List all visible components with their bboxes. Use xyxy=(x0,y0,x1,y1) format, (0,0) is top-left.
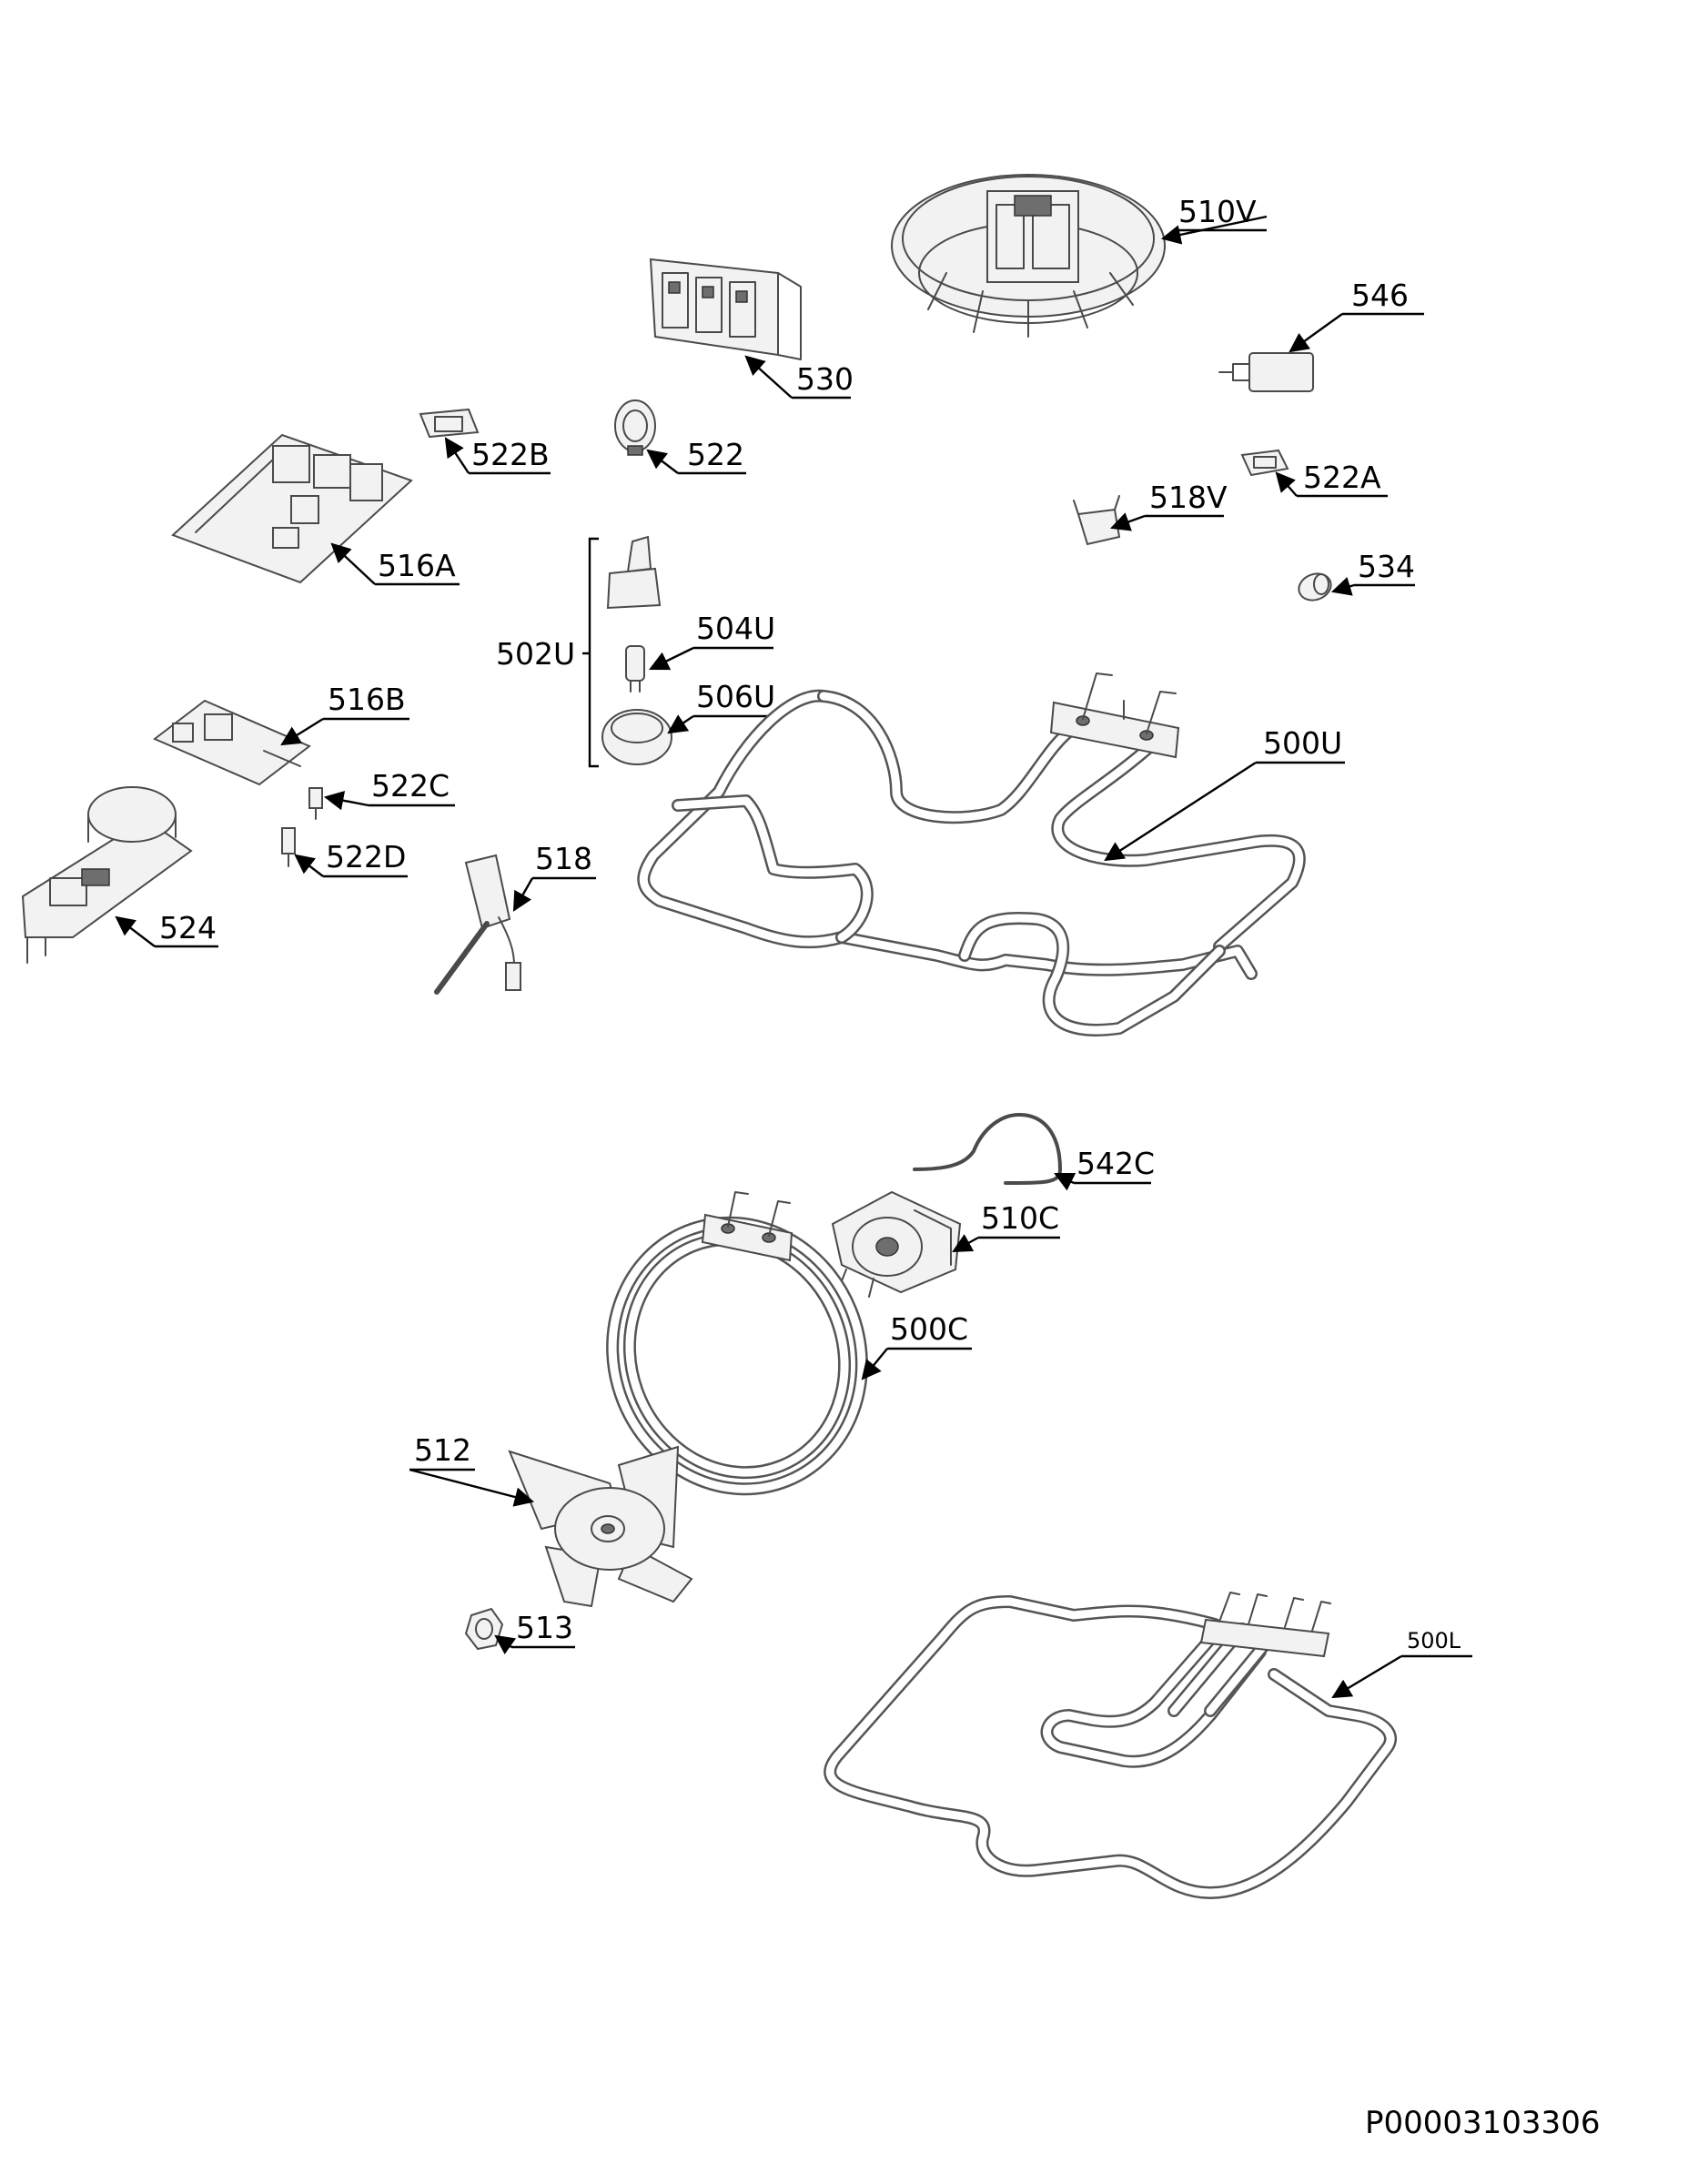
part-534-knob[interactable] xyxy=(1295,570,1334,605)
part-500C-ring-heating-element[interactable] xyxy=(572,1185,901,1527)
label-522D-text: 522D xyxy=(326,839,406,875)
label-546: 546 xyxy=(1289,278,1424,353)
part-522-lamp-holder[interactable] xyxy=(614,399,656,456)
label-542C: 542C xyxy=(1054,1146,1155,1191)
part-500L-lower-heating-element[interactable] xyxy=(824,1592,1398,1899)
label-516B: 516B xyxy=(280,682,409,746)
part-524-door-lock[interactable] xyxy=(21,786,193,964)
label-522A: 522A xyxy=(1275,460,1388,498)
label-522-text: 522 xyxy=(687,437,744,472)
bracket-502U-group: 502U xyxy=(496,537,599,768)
part-516B-power-board[interactable] xyxy=(153,699,311,786)
part-518-temperature-sensor[interactable] xyxy=(434,854,521,995)
label-500L-text: 500L xyxy=(1407,1628,1461,1653)
label-522C: 522C xyxy=(323,768,455,811)
label-506U-text: 506U xyxy=(696,679,775,714)
part-546-component[interactable] xyxy=(1218,352,1314,392)
part-510V-cooling-fan[interactable] xyxy=(891,174,1166,338)
label-516B-text: 516B xyxy=(328,682,406,717)
part-518V-clip[interactable] xyxy=(1073,495,1121,546)
label-500C-text: 500C xyxy=(890,1311,968,1347)
part-542C-spring-clip[interactable] xyxy=(913,1113,1062,1185)
label-510V: 510V xyxy=(1160,194,1268,245)
part-522B-bracket[interactable] xyxy=(419,408,480,439)
label-524: 524 xyxy=(115,910,218,948)
label-512: 512 xyxy=(409,1432,535,1507)
document-id: P00003103306 xyxy=(1365,2105,1600,2141)
label-504U: 504U xyxy=(649,611,775,671)
label-530: 530 xyxy=(744,355,854,399)
part-506U-lamp-cover[interactable] xyxy=(601,709,672,765)
label-510V-text: 510V xyxy=(1178,194,1257,229)
label-518-text: 518 xyxy=(535,841,592,876)
label-516A: 516A xyxy=(330,542,460,586)
label-500U: 500U xyxy=(1104,725,1345,862)
part-502U-lamp-assembly[interactable] xyxy=(606,535,662,610)
label-512-text: 512 xyxy=(414,1432,471,1468)
label-513-text: 513 xyxy=(516,1610,573,1645)
label-510C: 510C xyxy=(952,1200,1060,1253)
label-534: 534 xyxy=(1330,549,1415,596)
label-530-text: 530 xyxy=(796,361,854,397)
part-512-fan-blade[interactable] xyxy=(508,1445,693,1608)
label-510C-text: 510C xyxy=(981,1200,1059,1236)
label-534-text: 534 xyxy=(1358,549,1415,584)
label-518V-text: 518V xyxy=(1149,480,1228,515)
label-500C: 500C xyxy=(861,1311,972,1380)
label-546-text: 546 xyxy=(1351,278,1409,313)
part-522D-connector[interactable] xyxy=(281,827,296,867)
part-510C-fan-motor[interactable] xyxy=(831,1190,962,1298)
label-522B: 522B xyxy=(444,437,551,475)
label-500L: 500L xyxy=(1331,1628,1472,1699)
label-522C-text: 522C xyxy=(371,768,450,804)
label-522D: 522D xyxy=(294,839,408,878)
label-522A-text: 522A xyxy=(1303,460,1381,495)
label-518V: 518V xyxy=(1109,480,1228,531)
label-518: 518 xyxy=(512,841,596,912)
part-504U-lamp-bulb[interactable] xyxy=(625,645,645,693)
part-522A-bracket[interactable] xyxy=(1240,449,1289,477)
label-504U-text: 504U xyxy=(696,611,775,646)
part-516A-control-board[interactable] xyxy=(171,433,413,584)
part-500U-upper-heating-element[interactable] xyxy=(637,672,1306,1036)
label-502U-text: 502U xyxy=(496,636,575,672)
label-513: 513 xyxy=(494,1610,575,1655)
label-516A-text: 516A xyxy=(378,548,456,583)
label-506U: 506U xyxy=(667,679,775,734)
label-522: 522 xyxy=(646,437,746,475)
part-530-terminal-block[interactable] xyxy=(649,258,802,360)
part-513-fan-nut[interactable] xyxy=(464,1607,504,1651)
label-522B-text: 522B xyxy=(471,437,550,472)
label-524-text: 524 xyxy=(159,910,217,945)
part-522C-connector[interactable] xyxy=(308,787,323,820)
label-500U-text: 500U xyxy=(1263,725,1342,761)
label-542C-text: 542C xyxy=(1076,1146,1155,1181)
